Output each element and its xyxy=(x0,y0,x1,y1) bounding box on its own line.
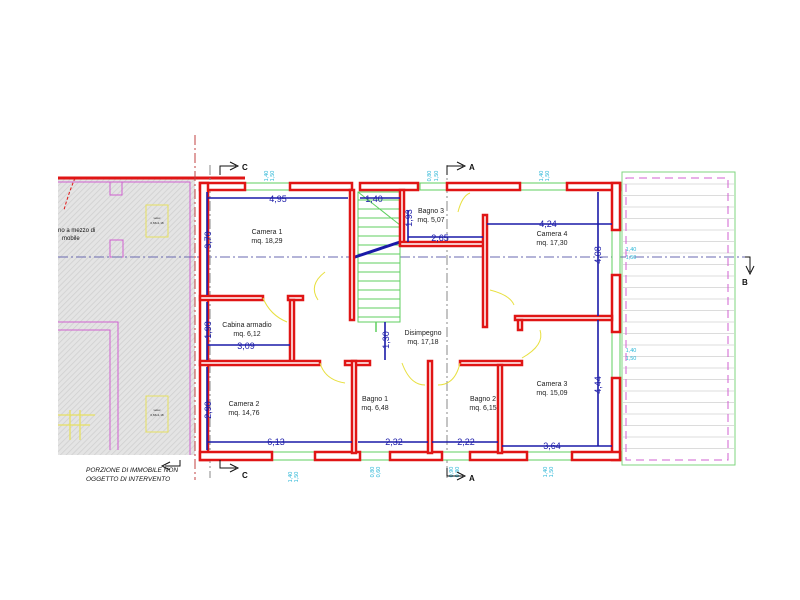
room-name: Bagno 3 xyxy=(418,208,444,215)
dim-cabina-depth: 1,98 xyxy=(203,321,213,339)
window-height: 1,50 xyxy=(626,255,637,261)
dim-camera2-depth: 2,90 xyxy=(203,401,213,419)
dim-bagno3-width: 2,65 xyxy=(431,233,449,243)
window-width: 1,40 xyxy=(288,472,294,483)
room-area: mq. 6,48 xyxy=(361,405,388,412)
dim-bagno3-depth: 1,93 xyxy=(404,209,414,227)
dim-camera1-width: 4,95 xyxy=(269,194,287,204)
dim-disimpegno: 1,30 xyxy=(381,331,391,349)
dim-camera4-depth: 4,08 xyxy=(593,246,603,264)
section-a-label: A xyxy=(469,163,475,172)
room-name: Bagno 1 xyxy=(362,396,388,403)
room-name: Camera 1 xyxy=(252,229,283,236)
room-area: mq. 6,12 xyxy=(233,331,260,338)
room-name: Bagno 2 xyxy=(470,396,496,403)
window-width: 0,80 xyxy=(427,171,433,182)
dim-camera3-width: 3,64 xyxy=(543,441,561,451)
window-height: 1,50 xyxy=(270,171,276,182)
room-labels: Camera 1 mq. 18,29 Cabina armadio mq. 6,… xyxy=(222,208,567,417)
windows xyxy=(244,182,621,461)
section-b-label: B xyxy=(742,278,748,287)
staircase xyxy=(351,191,401,332)
room-area: mq. 17,18 xyxy=(407,339,438,346)
window-height: 1,50 xyxy=(434,171,440,182)
dim-cabina-width: 3,09 xyxy=(237,341,255,351)
window-width: 1,40 xyxy=(543,467,549,478)
window-height: 1,50 xyxy=(549,467,555,478)
section-axes xyxy=(58,135,745,480)
window-labels: 1,40 1,50 0,80 1,50 1,40 1,50 1,40 1,50 … xyxy=(264,171,636,483)
window-height: 1,50 xyxy=(545,171,551,182)
window-width: 0,90 xyxy=(449,467,455,478)
velux-size: 0,66x1,18 xyxy=(150,221,164,225)
dim-stair-width: 1,40 xyxy=(365,194,383,204)
room-name: Camera 4 xyxy=(537,231,568,238)
dimension-lines xyxy=(206,192,612,450)
window-width: 1,40 xyxy=(626,247,637,253)
room-area: mq. 14,76 xyxy=(228,410,259,417)
window-width: 0,80 xyxy=(370,467,376,478)
dim-camera1-depth: 3,70 xyxy=(203,231,213,249)
section-c-label: C xyxy=(242,471,248,480)
room-name: Disimpegno xyxy=(405,330,442,337)
window-width: 1,40 xyxy=(539,171,545,182)
dim-camera3-depth: 4,44 xyxy=(593,376,603,394)
window-height: 1,50 xyxy=(626,356,637,362)
room-area: mq. 6,15 xyxy=(469,405,496,412)
room-name: Camera 3 xyxy=(537,381,568,388)
dim-bagno2-width: 2,22 xyxy=(457,437,475,447)
walls xyxy=(198,181,622,462)
section-a-label: A xyxy=(469,474,475,483)
neighbor-area: no a mezzo di mobile velux 0,66x1,18 vel… xyxy=(58,176,245,455)
room-area: mq. 17,30 xyxy=(536,240,567,247)
velux-label: velux xyxy=(153,216,161,220)
window-width: 1,40 xyxy=(626,348,637,354)
section-c-label: C xyxy=(242,163,248,172)
dimension-labels: 4,95 1,40 3,70 1,98 3,09 2,90 6,13 2,32 … xyxy=(203,194,603,451)
room-area: mq. 5,07 xyxy=(417,217,444,224)
window-height: 0,60 xyxy=(376,467,382,478)
doors xyxy=(262,192,542,386)
section-markers xyxy=(160,161,755,481)
room-area: mq. 18,29 xyxy=(251,238,282,245)
window-width: 1,40 xyxy=(264,171,270,182)
window-height: 1,50 xyxy=(294,472,300,483)
neighbor-text-1: no a mezzo di xyxy=(58,228,95,234)
dim-camera2-width: 6,13 xyxy=(267,437,285,447)
room-area: mq. 15,09 xyxy=(536,390,567,397)
terrace xyxy=(621,171,736,466)
dim-bagno1-width: 2,32 xyxy=(385,437,403,447)
room-name: Cabina armadio xyxy=(222,322,272,329)
dim-camera4-width: 4,24 xyxy=(539,219,557,229)
neighbor-text-2: mobile xyxy=(62,236,80,242)
velux-label: velux xyxy=(153,408,161,412)
note-line-1: PORZIONE DI IMMOBILE NON xyxy=(86,467,178,474)
note-line-2: OGGETTO DI INTERVENTO xyxy=(86,476,170,483)
room-name: Camera 2 xyxy=(229,401,260,408)
velux-size: 0,66x1,18 xyxy=(150,413,164,417)
